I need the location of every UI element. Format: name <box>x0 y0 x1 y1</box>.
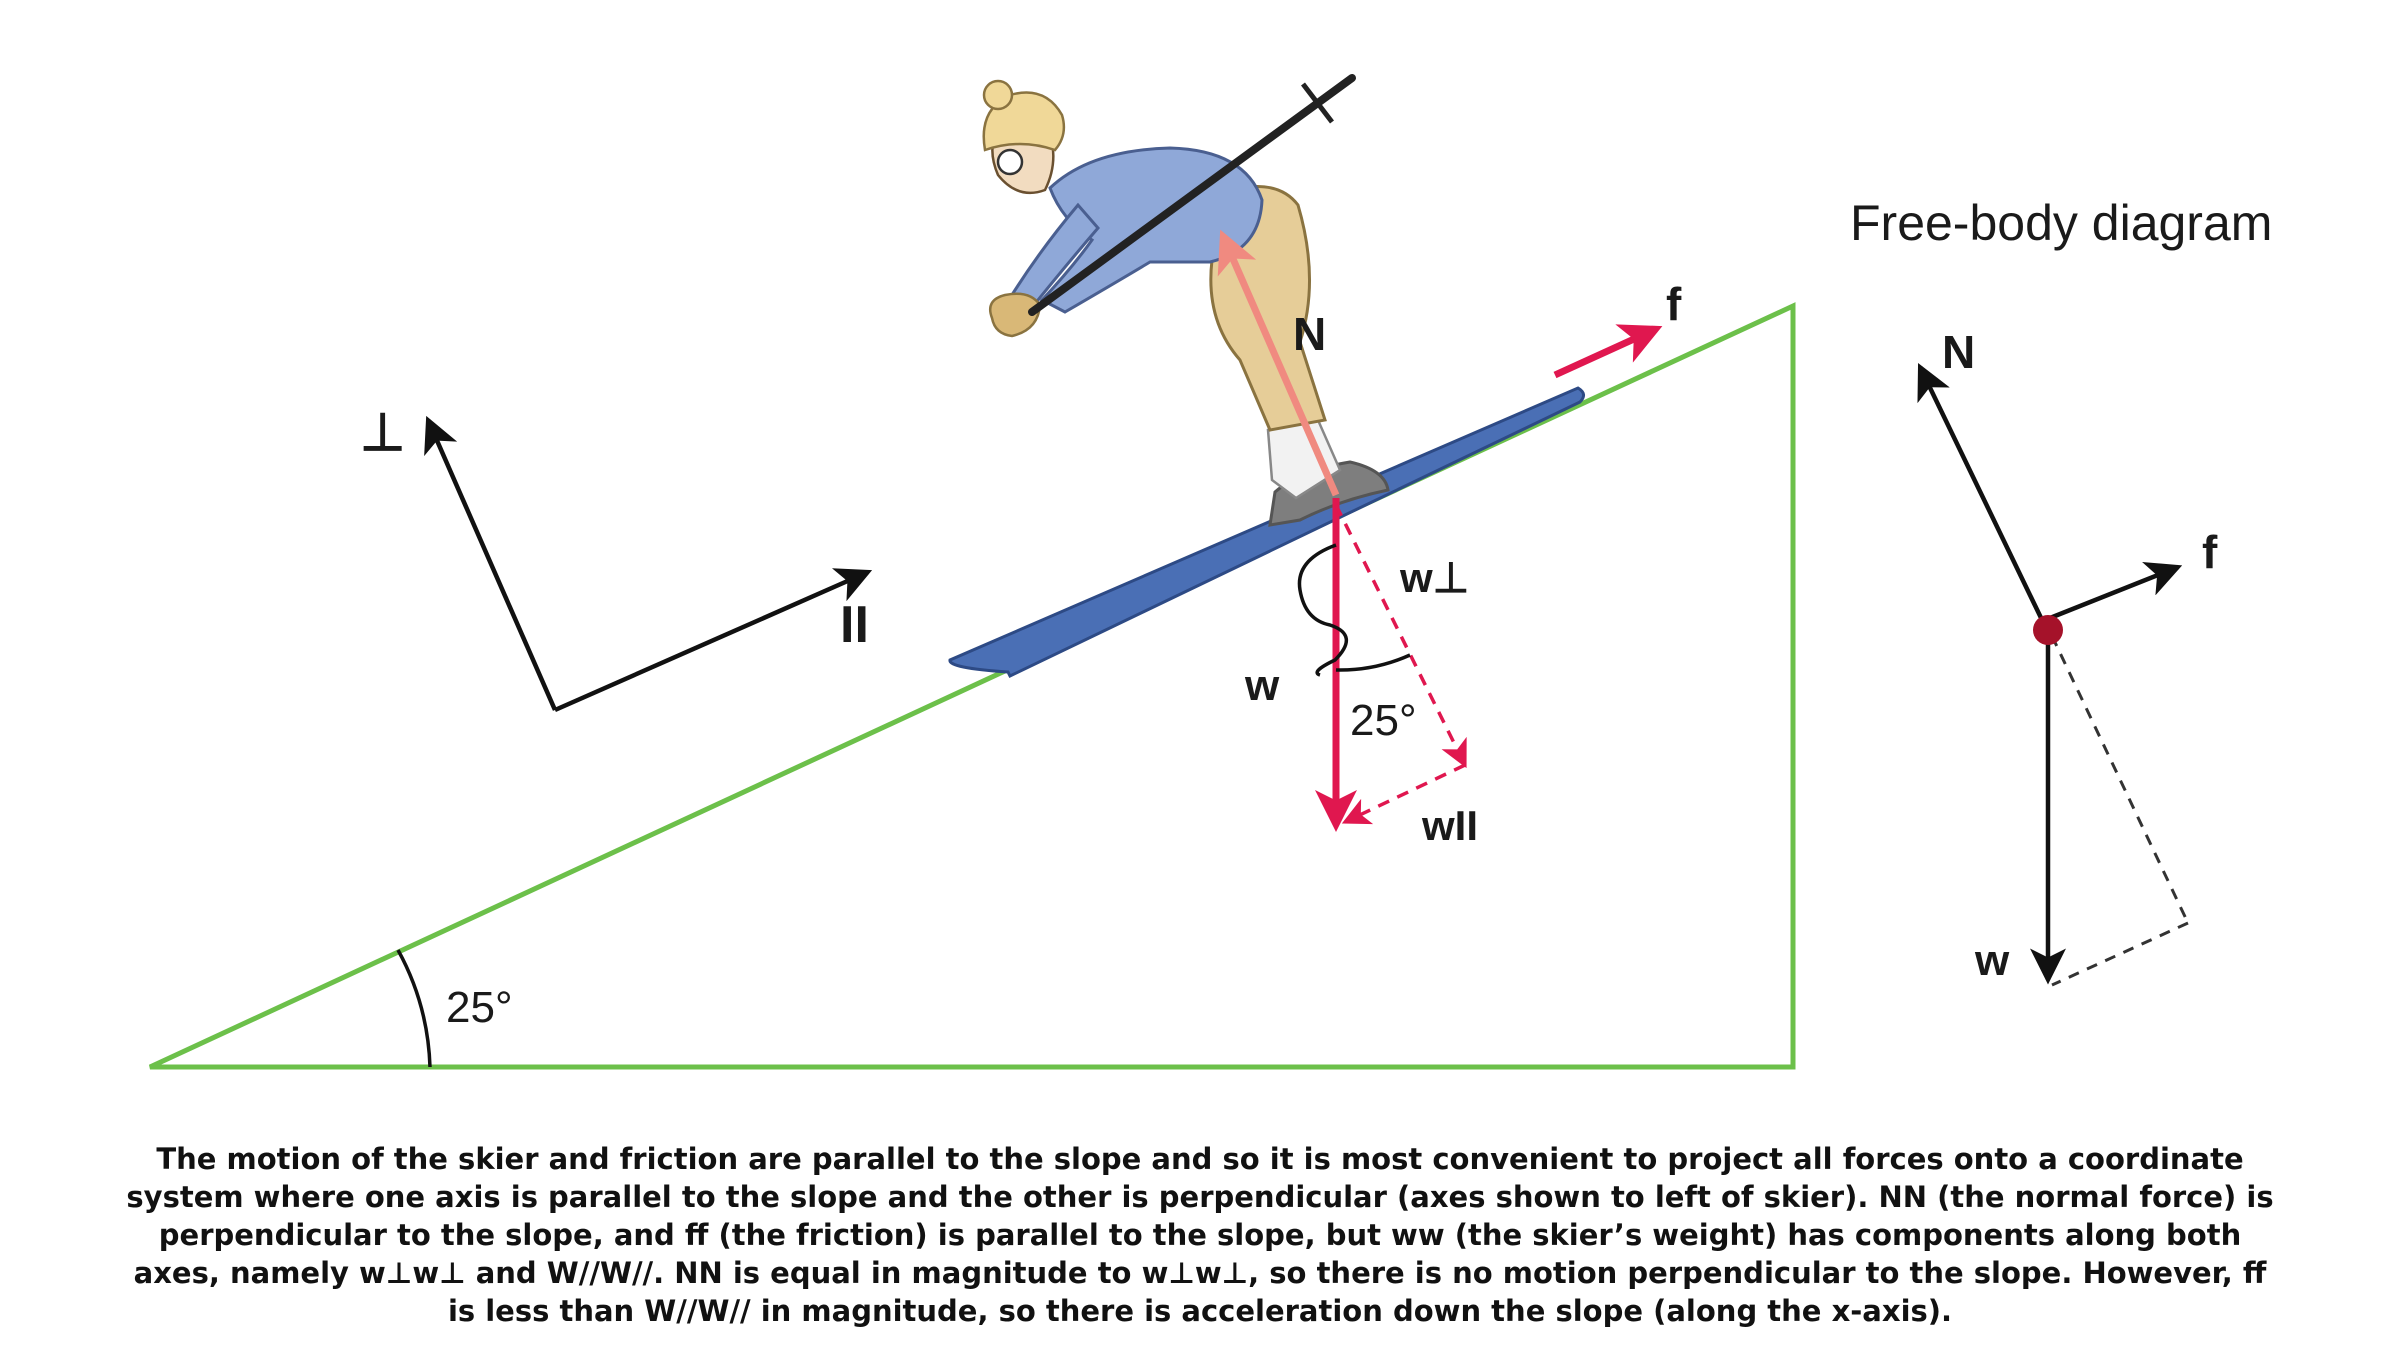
free-body-diagram-title: Free-body diagram <box>1850 195 2272 251</box>
figure-caption: The motion of the skier and friction are… <box>126 1142 2274 1328</box>
weight-angle-label: 25° <box>1350 696 1417 745</box>
coordinate-axes <box>424 415 873 713</box>
fbd-friction-label: f <box>2202 526 2218 578</box>
fbd-point-mass <box>2033 615 2063 645</box>
weight-parallel-label: wII <box>1421 802 1478 849</box>
normal-force-label: N <box>1293 308 1326 360</box>
fbd-normal-label: N <box>1942 326 1975 378</box>
physics-diagram: 25° ⊥ II N f w w⊥ wI <box>148 74 2272 1070</box>
slope-angle-label: 25° <box>446 983 513 1032</box>
weight-parallel-component <box>1341 763 1466 825</box>
skier-illustration <box>948 74 1585 678</box>
slope-triangle <box>148 302 1796 1070</box>
friction-force-arrow <box>1553 324 1663 379</box>
axis-parallel-label: II <box>840 596 869 654</box>
weight-force-label: w <box>1244 661 1280 710</box>
free-body-diagram <box>1917 362 2190 987</box>
weight-angle-arc <box>1335 653 1411 672</box>
friction-force-label: f <box>1666 278 1682 330</box>
weight-angle-spiral <box>1297 543 1348 677</box>
slope-angle-arc <box>396 949 432 1068</box>
fbd-weight-label: w <box>1974 936 2010 985</box>
normal-force-arrow <box>1217 229 1340 497</box>
weight-perpendicular-label: w⊥ <box>1399 554 1469 601</box>
weight-perpendicular-component <box>1334 504 1467 769</box>
axis-perpendicular-label: ⊥ <box>360 404 405 462</box>
